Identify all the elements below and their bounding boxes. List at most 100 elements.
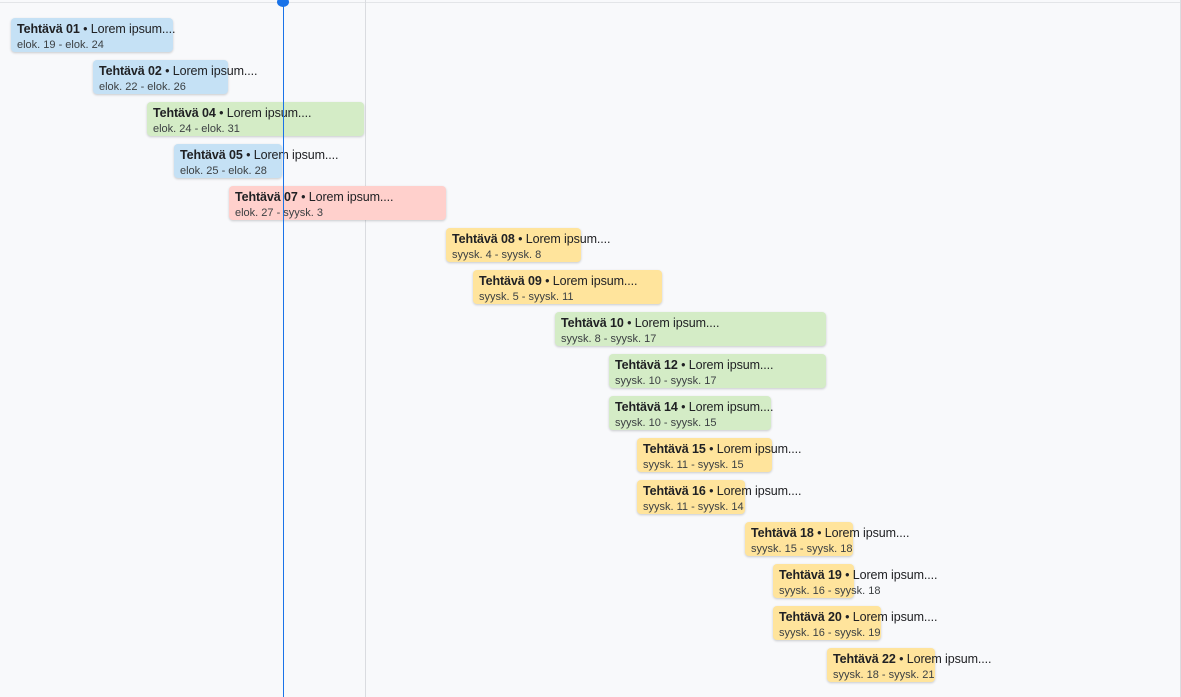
- task-bar: [827, 648, 935, 682]
- task-name: Tehtävä 16: [643, 484, 706, 498]
- task-description: Lorem ipsum....: [716, 442, 802, 456]
- task-item[interactable]: Tehtävä 18 • Lorem ipsum.... syysk. 15 -…: [745, 522, 909, 556]
- task-name: Tehtävä 01: [17, 22, 80, 36]
- task-description: Lorem ipsum....: [688, 358, 774, 372]
- task-description: Lorem ipsum....: [308, 190, 394, 204]
- task-separator: •: [705, 484, 717, 498]
- task-separator: •: [215, 106, 227, 120]
- task-bar: [637, 438, 772, 472]
- task-item[interactable]: Tehtävä 12 • Lorem ipsum.... syysk. 10 -…: [609, 354, 826, 388]
- task-name: Tehtävä 20: [779, 610, 842, 624]
- task-bar: [745, 522, 853, 556]
- task-description: Lorem ipsum....: [852, 568, 938, 582]
- task-description: Lorem ipsum....: [552, 274, 638, 288]
- task-item[interactable]: Tehtävä 19 • Lorem ipsum.... syysk. 16 -…: [773, 564, 937, 598]
- task-name: Tehtävä 09: [479, 274, 542, 288]
- task-name: Tehtävä 04: [153, 106, 216, 120]
- task-name: Tehtävä 18: [751, 526, 814, 540]
- task-date-range: syysk. 4 - syysk. 8: [452, 249, 542, 261]
- task-separator: •: [242, 148, 254, 162]
- task-item[interactable]: Tehtävä 22 • Lorem ipsum.... syysk. 18 -…: [827, 648, 991, 682]
- task-separator: •: [677, 400, 689, 414]
- task-bar: [229, 186, 446, 220]
- task-name: Tehtävä 12: [615, 358, 678, 372]
- task-date-range: syysk. 11 - syysk. 14: [643, 501, 744, 513]
- task-date-range: syysk. 5 - syysk. 11: [479, 291, 574, 303]
- task-date-range: syysk. 18 - syysk. 21: [833, 669, 935, 681]
- task-date-range: syysk. 10 - syysk. 17: [615, 375, 717, 387]
- task-item[interactable]: Tehtävä 07 • Lorem ipsum.... elok. 27 - …: [229, 186, 446, 220]
- task-separator: •: [841, 610, 853, 624]
- task-description: Lorem ipsum....: [852, 610, 938, 624]
- task-name: Tehtävä 22: [833, 652, 896, 666]
- task-date-range: elok. 25 - elok. 28: [180, 165, 267, 177]
- task-separator: •: [161, 64, 173, 78]
- task-description: Lorem ipsum....: [226, 106, 312, 120]
- task-date-range: syysk. 16 - syysk. 18: [779, 585, 881, 597]
- task-bar: [446, 228, 581, 262]
- task-description: Lorem ipsum....: [253, 148, 339, 162]
- today-marker-line: [283, 0, 284, 697]
- task-separator: •: [541, 274, 553, 288]
- task-name: Tehtävä 07: [235, 190, 298, 204]
- task-bar: [609, 396, 771, 430]
- task-item[interactable]: Tehtävä 08 • Lorem ipsum.... syysk. 4 - …: [446, 228, 610, 262]
- task-name: Tehtävä 08: [452, 232, 515, 246]
- task-bar: [93, 60, 228, 94]
- task-description: Lorem ipsum....: [688, 400, 774, 414]
- task-separator: •: [813, 526, 825, 540]
- task-separator: •: [79, 22, 91, 36]
- task-date-range: elok. 19 - elok. 24: [17, 39, 104, 51]
- task-separator: •: [705, 442, 717, 456]
- task-item[interactable]: Tehtävä 02 • Lorem ipsum.... elok. 22 - …: [93, 60, 257, 94]
- week-divider: [365, 0, 366, 697]
- task-name: Tehtävä 14: [615, 400, 678, 414]
- task-separator: •: [297, 190, 309, 204]
- task-name: Tehtävä 05: [180, 148, 243, 162]
- task-item[interactable]: Tehtävä 16 • Lorem ipsum.... syysk. 11 -…: [637, 480, 801, 514]
- task-item[interactable]: Tehtävä 05 • Lorem ipsum.... elok. 25 - …: [174, 144, 338, 178]
- task-item[interactable]: Tehtävä 14 • Lorem ipsum.... syysk. 10 -…: [609, 396, 774, 430]
- task-name: Tehtävä 10: [561, 316, 624, 330]
- task-bar: [174, 144, 282, 178]
- task-name: Tehtävä 19: [779, 568, 842, 582]
- timeline-top-divider: [0, 2, 1181, 3]
- task-item[interactable]: Tehtävä 15 • Lorem ipsum.... syysk. 11 -…: [637, 438, 801, 472]
- task-separator: •: [841, 568, 853, 582]
- task-date-range: elok. 22 - elok. 26: [99, 81, 186, 93]
- task-item[interactable]: Tehtävä 10 • Lorem ipsum.... syysk. 8 - …: [555, 312, 826, 346]
- task-bar: [11, 18, 173, 52]
- task-item[interactable]: Tehtävä 04 • Lorem ipsum.... elok. 24 - …: [147, 102, 364, 136]
- task-separator: •: [895, 652, 907, 666]
- task-date-range: syysk. 16 - syysk. 19: [779, 627, 881, 639]
- task-description: Lorem ipsum....: [172, 64, 258, 78]
- task-bar: [637, 480, 745, 514]
- task-item[interactable]: Tehtävä 09 • Lorem ipsum.... syysk. 5 - …: [473, 270, 662, 304]
- task-item[interactable]: Tehtävä 01 • Lorem ipsum.... elok. 19 - …: [11, 18, 176, 52]
- task-date-range: elok. 27 - syysk. 3: [235, 207, 324, 219]
- task-separator: •: [623, 316, 635, 330]
- task-separator: •: [514, 232, 526, 246]
- task-description: Lorem ipsum....: [716, 484, 802, 498]
- task-date-range: syysk. 11 - syysk. 15: [643, 459, 744, 471]
- task-bar: [609, 354, 826, 388]
- task-date-range: syysk. 15 - syysk. 18: [751, 543, 853, 555]
- task-name: Tehtävä 15: [643, 442, 706, 456]
- task-description: Lorem ipsum....: [90, 22, 176, 36]
- task-item[interactable]: Tehtävä 20 • Lorem ipsum.... syysk. 16 -…: [773, 606, 937, 640]
- task-bar: [555, 312, 826, 346]
- task-description: Lorem ipsum....: [824, 526, 910, 540]
- task-description: Lorem ipsum....: [906, 652, 992, 666]
- task-description: Lorem ipsum....: [634, 316, 720, 330]
- task-bar: [473, 270, 662, 304]
- task-date-range: syysk. 10 - syysk. 15: [615, 417, 717, 429]
- task-bar: [773, 564, 854, 598]
- task-separator: •: [677, 358, 689, 372]
- today-marker-dot: [277, 0, 289, 7]
- task-name: Tehtävä 02: [99, 64, 162, 78]
- task-description: Lorem ipsum....: [525, 232, 611, 246]
- task-date-range: elok. 24 - elok. 31: [153, 123, 240, 135]
- task-bar: [147, 102, 364, 136]
- task-date-range: syysk. 8 - syysk. 17: [561, 333, 657, 345]
